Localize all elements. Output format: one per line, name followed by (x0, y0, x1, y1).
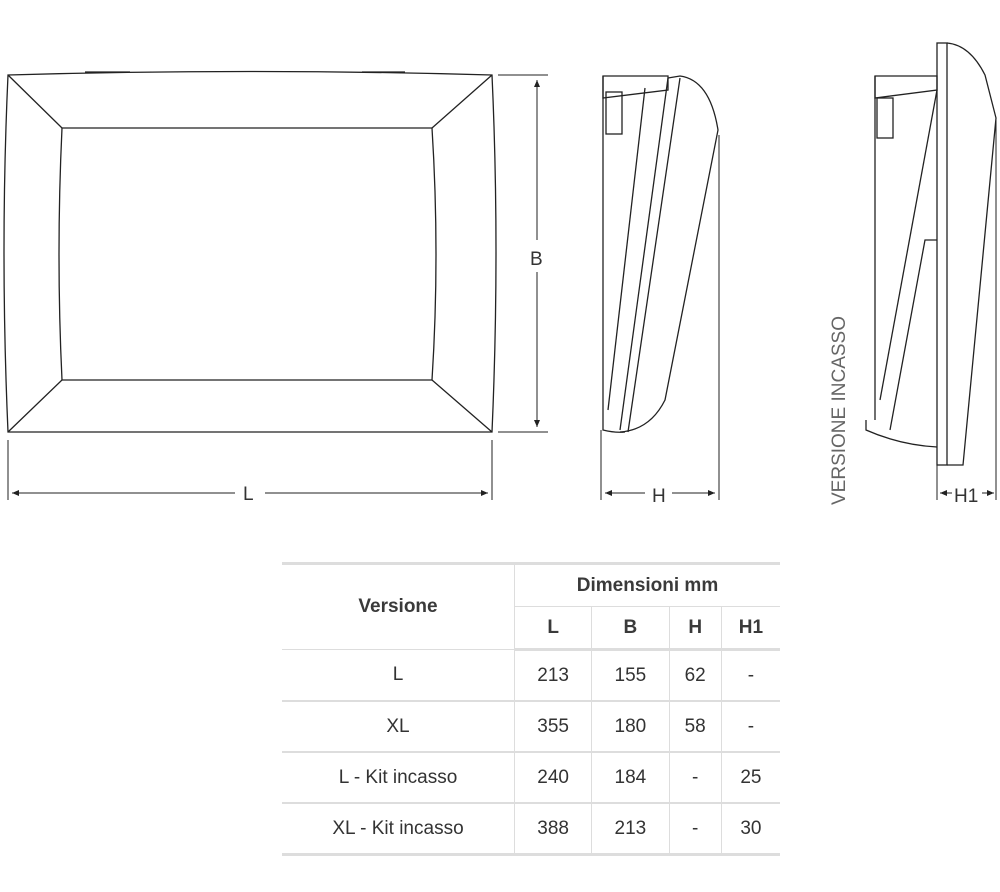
value-cell: - (668, 751, 722, 804)
value-cell: 355 (513, 700, 593, 753)
value-cell: 240 (513, 751, 593, 804)
value-cell: 213 (591, 802, 670, 856)
dimension-L (7, 440, 493, 500)
dimensions-table: Versione Dimensioni mm L B H H1 L 213 15… (282, 562, 780, 856)
value-cell: 388 (513, 802, 593, 856)
dimension-H1 (936, 120, 997, 500)
col-header-H1: H1 (720, 606, 780, 651)
version-cell: L - Kit incasso (282, 751, 515, 804)
table-row: L - Kit incasso 240 184 - 25 (282, 751, 780, 804)
table-row: L 213 155 62 - (282, 649, 780, 702)
side-view (602, 75, 719, 433)
value-cell: 25 (720, 751, 780, 804)
dimension-H (600, 135, 720, 500)
value-cell: 62 (668, 649, 722, 702)
dim-label-H: H (652, 486, 666, 507)
value-cell: 184 (591, 751, 670, 804)
value-cell: 155 (591, 649, 670, 702)
recessed-side-view (865, 42, 997, 466)
recessed-version-label: VERSIONE INCASSO (829, 316, 850, 505)
dim-label-H1: H1 (954, 486, 978, 507)
table-row: XL 355 180 58 - (282, 700, 780, 753)
col-header-H: H (668, 606, 722, 651)
dimension-B (498, 74, 548, 433)
technical-drawing: B L H H1 VERSIONE I (3, 42, 997, 507)
dim-label-L: L (243, 484, 254, 505)
dimensions-header: Dimensioni mm (514, 562, 780, 607)
col-header-B: B (591, 606, 670, 651)
value-cell: 30 (720, 802, 780, 856)
value-cell: - (668, 802, 722, 856)
value-cell: - (720, 649, 780, 702)
value-cell: 180 (591, 700, 670, 753)
value-cell: 58 (668, 700, 722, 753)
version-header: Versione (282, 562, 515, 650)
dim-label-B: B (530, 249, 543, 270)
front-view (3, 70, 497, 433)
value-cell: - (720, 700, 780, 753)
version-cell: XL (282, 700, 515, 753)
value-cell: 213 (513, 649, 593, 702)
col-header-L: L (514, 606, 593, 651)
version-cell: XL - Kit incasso (282, 802, 515, 856)
version-cell: L (282, 649, 515, 702)
table-row: XL - Kit incasso 388 213 - 30 (282, 802, 780, 856)
